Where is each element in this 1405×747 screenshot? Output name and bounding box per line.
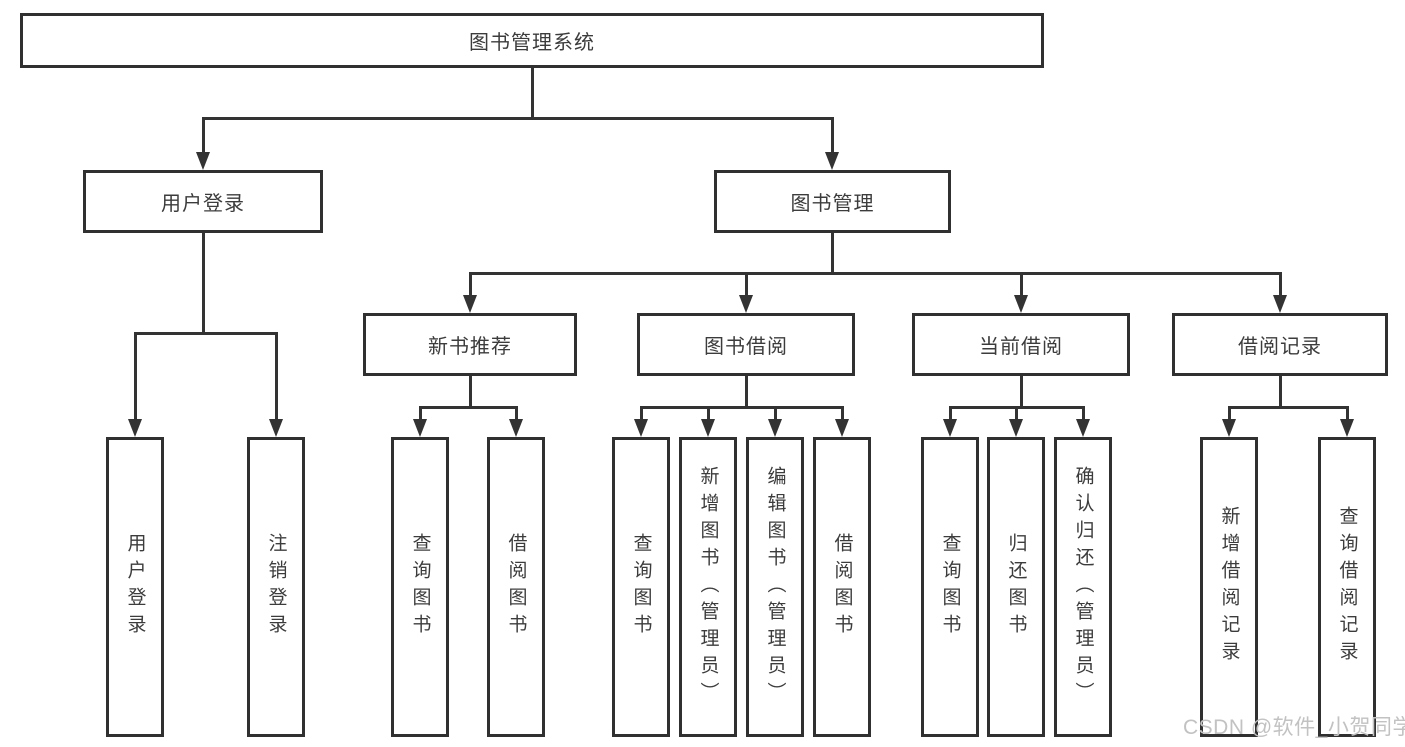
connector-to-current-return [1014, 407, 1018, 419]
node-current-return-books-label: 归还图书 [1005, 533, 1027, 641]
connector-to-borrowing-borrow [840, 407, 844, 419]
connector-to-records-query [1345, 407, 1349, 419]
node-records-add-record: 新增借阅记录 [1200, 437, 1258, 737]
node-borrowing-add-books-admin: 新增图书（管理员） [679, 437, 737, 737]
arrowhead-current-borrowing [1014, 295, 1028, 313]
node-new-book-recommend: 新书推荐 [363, 313, 577, 376]
connector-to-new-book-recommend [468, 273, 472, 295]
node-book-borrowing: 图书借阅 [637, 313, 855, 376]
node-user-login-leaf-label: 用户登录 [124, 533, 146, 641]
connector-to-borrowing-query [639, 407, 643, 419]
node-borrowing-borrow-books: 借阅图书 [813, 437, 871, 737]
connector-root-splitter [201, 116, 834, 120]
connector-root-to-user-login [201, 118, 205, 152]
connector-to-book-borrowing [744, 273, 748, 295]
connector-to-borrowing-add [706, 407, 710, 419]
node-borrowing-edit-books-admin-label: 编辑图书（管理员） [764, 465, 786, 709]
connector-user-login-stem [201, 233, 205, 333]
connector-to-recommend-query [418, 407, 422, 419]
arrowhead-current-query [943, 419, 957, 437]
node-recommend-query-books-label: 查询图书 [409, 533, 431, 641]
node-current-borrowing: 当前借阅 [912, 313, 1130, 376]
connector-user-login-splitter [133, 331, 278, 335]
node-user-login-branch-label: 用户登录 [161, 193, 245, 215]
node-borrowing-edit-books-admin: 编辑图书（管理员） [746, 437, 804, 737]
connector-to-borrowing-edit [773, 407, 777, 419]
connector-to-user-login-leaf [133, 333, 137, 419]
arrowhead-borrowing-add [701, 419, 715, 437]
node-recommend-query-books: 查询图书 [391, 437, 449, 737]
connector-to-current-borrowing [1019, 273, 1023, 295]
arrowhead-recommend-query [413, 419, 427, 437]
node-current-confirm-return-admin-label: 确认归还（管理员） [1072, 465, 1094, 709]
node-user-login-branch: 用户登录 [83, 170, 323, 233]
node-book-management-branch-label: 图书管理 [790, 193, 875, 215]
connector-root-stem [530, 68, 534, 118]
connector-to-current-query [948, 407, 952, 419]
node-borrowing-records-label: 借阅记录 [1238, 336, 1322, 358]
node-current-borrowing-label: 当前借阅 [979, 336, 1063, 358]
node-recommend-borrow-books-label: 借阅图书 [505, 533, 527, 641]
connector-recommend-splitter [418, 405, 518, 409]
arrowhead-records-add [1222, 419, 1236, 437]
connector-to-records-add [1227, 407, 1231, 419]
node-current-query-books: 查询图书 [921, 437, 979, 737]
arrowhead-borrowing-query [634, 419, 648, 437]
node-logout-leaf-label: 注销登录 [265, 533, 287, 641]
connector-to-logout-leaf [274, 333, 278, 419]
node-logout-leaf: 注销登录 [247, 437, 305, 737]
arrowhead-book-management [825, 152, 839, 170]
arrowhead-current-confirm [1076, 419, 1090, 437]
arrowhead-logout-leaf [269, 419, 283, 437]
arrowhead-book-borrowing [739, 295, 753, 313]
node-records-query-record: 查询借阅记录 [1318, 437, 1376, 737]
connector-current-stem [1019, 376, 1023, 407]
connector-recommend-stem [468, 376, 472, 407]
arrowhead-new-book-recommend [463, 295, 477, 313]
node-borrowing-query-books: 查询图书 [612, 437, 670, 737]
node-recommend-borrow-books: 借阅图书 [487, 437, 545, 737]
connector-records-splitter [1227, 405, 1349, 409]
node-new-book-recommend-label: 新书推荐 [428, 336, 512, 358]
node-records-query-record-label: 查询借阅记录 [1336, 506, 1358, 668]
node-library-system-label: 图书管理系统 [469, 32, 595, 54]
node-records-add-record-label: 新增借阅记录 [1218, 506, 1240, 668]
connector-to-recommend-borrow [514, 407, 518, 419]
node-borrowing-records: 借阅记录 [1172, 313, 1388, 376]
csdn-watermark: CSDN @软件_小贺同学 [1183, 716, 1405, 739]
node-borrowing-query-books-label: 查询图书 [630, 533, 652, 641]
connector-book-management-stem [830, 233, 834, 273]
connector-borrowing-stem [744, 376, 748, 407]
connector-root-to-book-management [830, 118, 834, 152]
node-borrowing-add-books-admin-label: 新增图书（管理员） [697, 465, 719, 709]
node-library-system: 图书管理系统 [20, 13, 1044, 68]
connector-to-borrowing-records [1278, 273, 1282, 295]
arrowhead-user-login-leaf [128, 419, 142, 437]
connector-book-management-splitter [468, 271, 1282, 275]
node-user-login-leaf: 用户登录 [106, 437, 164, 737]
connector-records-stem [1278, 376, 1282, 407]
arrowhead-borrowing-borrow [835, 419, 849, 437]
node-current-query-books-label: 查询图书 [939, 533, 961, 641]
node-book-borrowing-label: 图书借阅 [704, 336, 788, 358]
arrowhead-borrowing-records [1273, 295, 1287, 313]
arrowhead-records-query [1340, 419, 1354, 437]
node-borrowing-borrow-books-label: 借阅图书 [831, 533, 853, 641]
node-current-confirm-return-admin: 确认归还（管理员） [1054, 437, 1112, 737]
node-current-return-books: 归还图书 [987, 437, 1045, 737]
arrowhead-borrowing-edit [768, 419, 782, 437]
connector-borrowing-splitter [639, 405, 844, 409]
connector-to-current-confirm [1081, 407, 1085, 419]
arrowhead-user-login [196, 152, 210, 170]
arrowhead-recommend-borrow [509, 419, 523, 437]
arrowhead-current-return [1009, 419, 1023, 437]
node-book-management-branch: 图书管理 [714, 170, 951, 233]
